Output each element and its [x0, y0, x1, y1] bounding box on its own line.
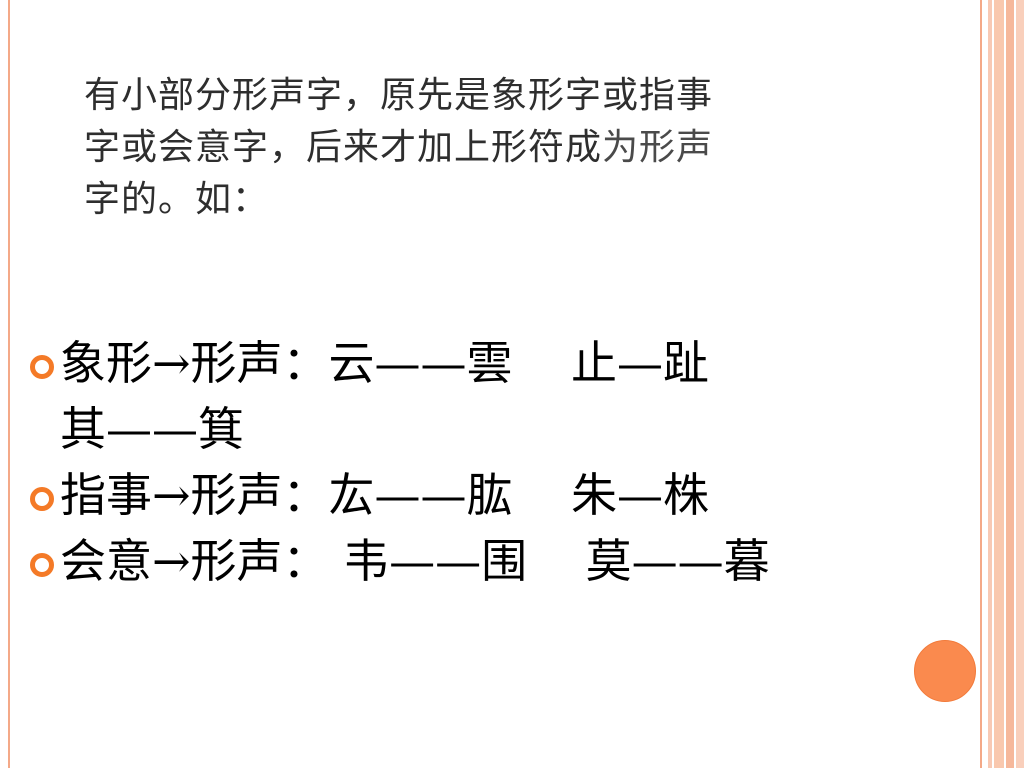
heading-line-3: 字的。如：	[84, 179, 270, 220]
bullet-ring-icon	[30, 553, 54, 577]
left-border-line	[8, 0, 10, 768]
heading-line-2: 字或会意字，后来才加上形符成为形声	[84, 122, 874, 174]
bullet-item-pictograph: 象形→形声：云——雲 止—趾 其——箕	[30, 330, 960, 462]
slide-heading: 有小部分形声字，原先是象形字或指事 字或会意字，后来才加上形符成为形声 字的。如…	[84, 70, 874, 226]
bullet-ring-icon	[30, 487, 54, 511]
bullet-ring-icon	[30, 355, 54, 379]
bullet-text-line: 其——箕	[60, 402, 244, 456]
bullet-text-line: 象形→形声：云——雲 止—趾	[60, 336, 710, 390]
heading-line-1: 有小部分形声字，原先是象形字或指事	[84, 75, 714, 116]
bullet-item-indicative: 指事→形声：厷——肱 朱—株	[30, 462, 960, 528]
right-decor-stripe	[994, 0, 1004, 768]
decorative-circle	[914, 640, 976, 702]
bullet-text-line: 会意→形声： 韦——围 莫——暮	[60, 534, 770, 588]
bullet-list: 象形→形声：云——雲 止—趾 其——箕 指事→形声：厷——肱 朱—株 会意→形声…	[30, 330, 960, 594]
right-decor-stripe	[988, 0, 992, 768]
heading-line-2-tail: 为形声	[602, 127, 714, 168]
bullet-item-compound: 会意→形声： 韦——围 莫——暮	[30, 528, 960, 594]
right-decor-stripe	[1006, 0, 1014, 768]
right-decor-stripe	[1016, 0, 1024, 768]
right-decor-stripe	[980, 0, 982, 768]
bullet-text-line: 指事→形声：厷——肱 朱—株	[60, 468, 710, 522]
heading-line-2-main: 字或会意字，后来才加上形符成	[84, 127, 603, 168]
